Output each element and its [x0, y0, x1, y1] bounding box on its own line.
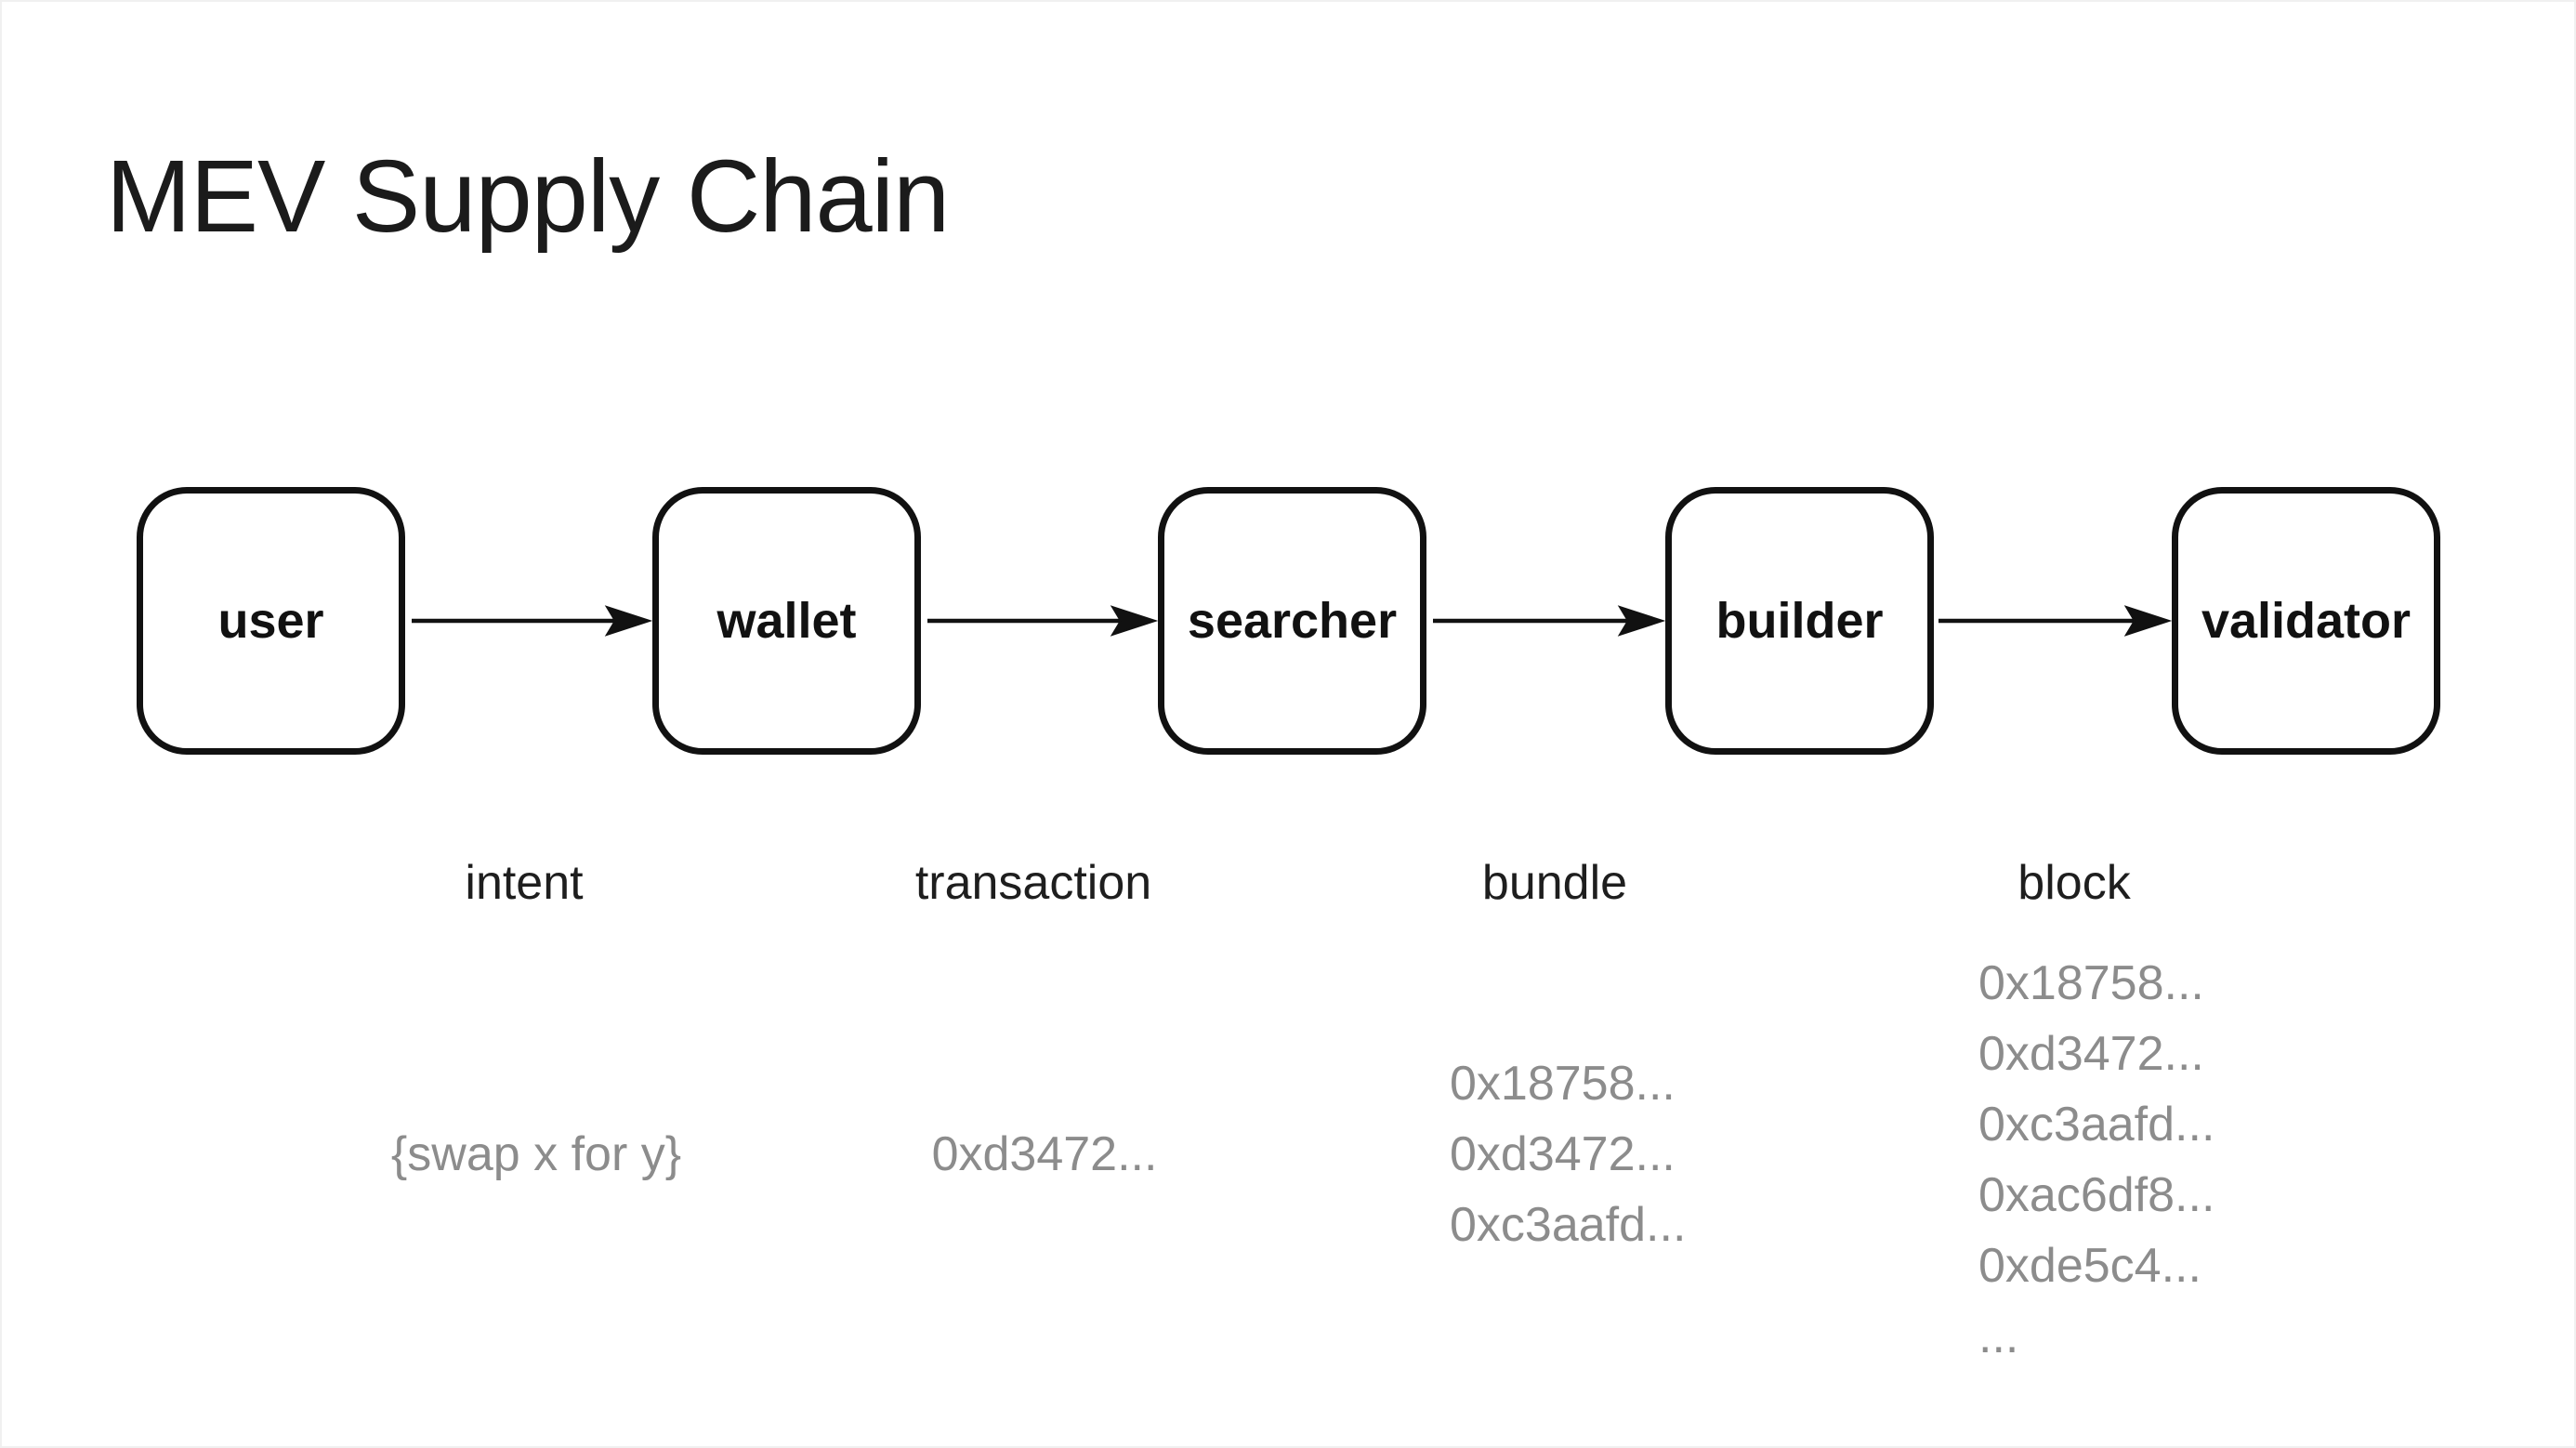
edge-value-block-list: 0x18758... 0xd3472... 0xc3aafd... 0xac6d… — [1978, 948, 2215, 1372]
node-searcher: searcher — [1158, 487, 1426, 755]
value-line: {swap x for y} — [390, 1127, 682, 1181]
value-line: 0x18758... — [1450, 1057, 1676, 1111]
arrow-right-icon-user-to-wallet — [412, 605, 653, 637]
value-line: 0xd3472... — [1978, 1027, 2204, 1081]
edge-label-block: block — [2017, 856, 2131, 910]
node-user: user — [137, 487, 405, 755]
edge-label-transaction: transaction — [914, 856, 1152, 910]
edge-label-intent: intent — [465, 856, 584, 910]
edge-value-transaction: 0xd3472... — [932, 1119, 1158, 1190]
value-line: 0xd3472... — [931, 1127, 1158, 1181]
arrow-right-icon-builder-to-validator — [1939, 605, 2173, 637]
edge-label-bundle: bundle — [1481, 856, 1628, 910]
node-builder-label: builder — [1715, 593, 1884, 649]
arrow-right-icon-wallet-to-searcher — [927, 605, 1159, 637]
node-searcher-label: searcher — [1187, 593, 1398, 649]
value-line: 0xd3472... — [1450, 1127, 1676, 1181]
value-line: 0xde5c4... — [1978, 1239, 2201, 1293]
value-line: 0xc3aafd... — [1978, 1098, 2215, 1152]
node-validator-label: validator — [2201, 593, 2412, 649]
node-user-label: user — [217, 593, 324, 649]
page-title: MEV Supply Chain — [106, 139, 950, 254]
edge-value-intent: {swap x for y} — [391, 1119, 681, 1190]
value-line: 0x18758... — [1978, 956, 2204, 1010]
value-line: 0xc3aafd... — [1450, 1198, 1687, 1252]
node-wallet-label: wallet — [716, 593, 857, 649]
node-wallet: wallet — [652, 487, 921, 755]
edge-value-bundle-list: 0x18758... 0xd3472... 0xc3aafd... — [1450, 1048, 1686, 1260]
node-validator: validator — [2172, 487, 2440, 755]
value-line: ... — [1978, 1310, 2019, 1363]
arrow-right-icon-searcher-to-builder — [1433, 605, 1666, 637]
node-builder: builder — [1665, 487, 1934, 755]
value-line: 0xac6df8... — [1978, 1168, 2215, 1222]
